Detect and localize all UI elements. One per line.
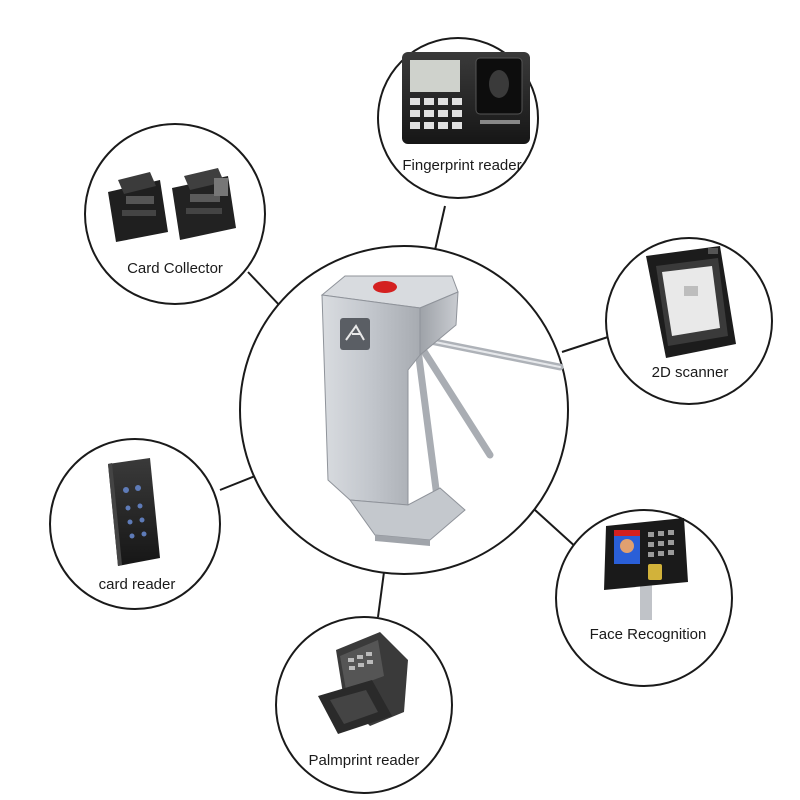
connector-card-reader [219, 475, 256, 491]
connector-card-collector [247, 271, 283, 309]
node-fingerprint: Fingerprint reader [377, 37, 539, 199]
label-card-collector: Card Collector [127, 260, 223, 277]
turnstile-icon [320, 275, 564, 546]
center-node [239, 245, 569, 575]
label-face: Face Recognition [590, 626, 707, 643]
palmprint-reader-icon [318, 632, 408, 734]
node-card-reader: card reader [49, 438, 221, 610]
face-recognition-icon [604, 518, 688, 620]
qr-scanner-icon [646, 246, 736, 358]
ring-card-collector [84, 123, 266, 305]
connectors [219, 205, 609, 618]
node-scanner: 2D scanner [605, 237, 773, 405]
connector-fingerprint [434, 205, 446, 251]
connector-scanner [561, 336, 609, 353]
label-palmprint: Palmprint reader [309, 752, 420, 769]
fingerprint-reader-icon [402, 52, 530, 144]
node-face: Face Recognition [555, 509, 733, 687]
label-card-reader: card reader [99, 576, 176, 593]
card-collector-icon [108, 168, 236, 242]
card-reader-icon [108, 458, 160, 566]
connector-face [534, 509, 579, 550]
label-fingerprint: Fingerprint reader [402, 157, 521, 174]
label-scanner: 2D scanner [652, 364, 729, 381]
node-card-collector: Card Collector [84, 123, 266, 305]
node-palmprint: Palmprint reader [275, 616, 453, 794]
connector-palmprint [377, 571, 385, 618]
